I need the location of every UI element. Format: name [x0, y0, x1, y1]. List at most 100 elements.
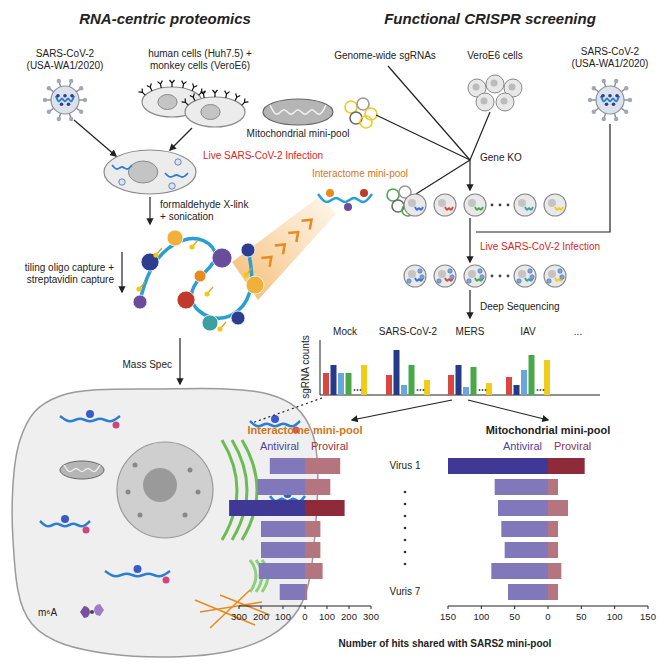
receptor — [240, 98, 248, 106]
row-label: Virus 1 — [390, 460, 421, 472]
count-bar-group — [323, 365, 367, 395]
knockout-cell — [404, 265, 426, 287]
count-bar — [486, 383, 492, 395]
ellipsis-dot — [404, 527, 407, 530]
tick-mark — [261, 606, 262, 609]
ellipsis-dot — [479, 389, 481, 391]
count-bar — [409, 365, 415, 395]
knockout-cell — [404, 194, 426, 216]
rna-binding-protein — [134, 565, 142, 573]
endoplasmic-reticulum — [242, 440, 257, 540]
golgi-cisterna — [250, 560, 256, 592]
nucleus — [548, 270, 556, 278]
streptavidin-bead — [153, 252, 158, 257]
rna-binding-protein — [86, 410, 94, 418]
word: X-link — [223, 199, 248, 210]
tick-label: 100 — [607, 611, 623, 622]
bound-protein — [344, 203, 352, 211]
pool-line — [416, 160, 470, 194]
word: human — [148, 48, 179, 59]
virion — [119, 179, 125, 185]
bound-protein — [202, 315, 218, 331]
viral-rna — [165, 173, 188, 177]
step-label: Mass Spec — [123, 359, 172, 371]
tick-label: 0 — [545, 611, 550, 622]
spike-head — [79, 86, 83, 90]
chromatin-speck — [138, 513, 143, 518]
proviral-bar — [548, 458, 585, 474]
row-label: Vuris 7 — [390, 586, 421, 598]
knockout-cell — [514, 265, 536, 287]
modification-label: m⁶A — [38, 607, 57, 619]
cell-body — [464, 194, 486, 216]
antiviral-bar — [261, 542, 305, 558]
word: cells — [188, 60, 208, 71]
flow-arrow — [170, 128, 192, 150]
series-label: Antiviral — [503, 440, 542, 453]
virion — [478, 269, 482, 273]
n-protein — [608, 94, 612, 98]
tick-label: 150 — [640, 611, 656, 622]
projection-beam — [232, 196, 336, 300]
chart-title: Mitochondrial mini-pool — [486, 424, 611, 437]
knockout-cell — [544, 265, 566, 287]
proviral-bar — [548, 500, 568, 516]
actin-filament — [210, 590, 250, 628]
pool-line — [376, 115, 470, 160]
spike-head — [624, 110, 628, 114]
receptor — [190, 83, 197, 91]
n-protein — [63, 94, 67, 98]
n-protein — [67, 102, 71, 106]
condition-header: IAV — [520, 326, 535, 338]
virion — [450, 275, 454, 279]
sgrna-mark — [475, 207, 483, 210]
nucleus — [509, 84, 516, 91]
antiviral-bar — [501, 521, 548, 537]
receptor — [147, 83, 154, 91]
ellipsis-dot — [485, 389, 487, 391]
cell-icon — [104, 150, 196, 194]
sgrna-mark — [415, 207, 423, 210]
nucleus — [518, 199, 526, 207]
streptavidin-bead — [189, 244, 194, 249]
word: SARS-CoV-2 — [36, 48, 94, 59]
vero-cell — [496, 93, 514, 111]
flow-arrow — [149, 197, 150, 224]
spike-head — [602, 79, 606, 83]
flow-arrow — [469, 218, 470, 262]
nucleus — [201, 105, 220, 120]
tick-mark — [648, 606, 649, 609]
n-protein — [615, 94, 619, 98]
bound-protein — [326, 189, 334, 197]
receptor — [200, 91, 206, 99]
cell-body — [514, 194, 536, 216]
spike-head — [79, 110, 83, 114]
proviral-bar — [305, 542, 320, 558]
virion — [517, 279, 521, 283]
knockout-cell — [514, 194, 536, 216]
ellipsis-dot — [404, 563, 407, 566]
bound-protein — [212, 248, 232, 268]
count-bar — [323, 373, 329, 395]
chromatin-speck — [196, 490, 201, 495]
virus-envelope — [596, 86, 624, 114]
n-protein — [601, 94, 605, 98]
bound-protein — [241, 243, 255, 257]
chevron — [261, 252, 275, 266]
antiviral-bar — [261, 521, 305, 537]
receptor — [223, 91, 229, 99]
infection-label: Live SARS-CoV-2 Infection — [203, 150, 323, 162]
n-protein — [70, 94, 74, 98]
tick-mark — [581, 606, 582, 609]
word: tiling — [25, 262, 46, 273]
word: (VeroE6) — [211, 60, 250, 71]
antiviral-bar — [498, 500, 548, 516]
rna-binding-protein — [163, 577, 170, 584]
receptor — [213, 90, 218, 97]
nucleus — [473, 84, 480, 91]
panel-heading: RNA-centric proteomics — [79, 10, 251, 28]
knockout-cell — [434, 265, 456, 287]
knockout-cell — [434, 194, 456, 216]
proviral-bar — [305, 500, 345, 516]
